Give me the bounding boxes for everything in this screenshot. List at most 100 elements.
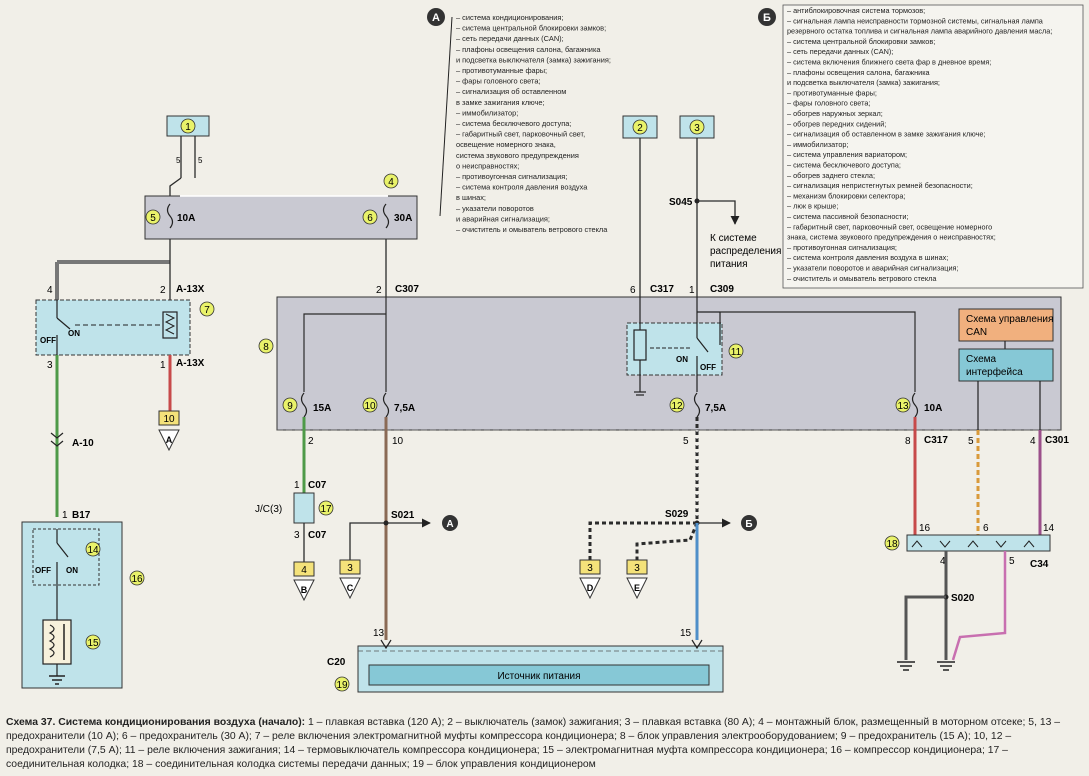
callout-b-line: – фары головного света; [787,99,870,108]
ground-a-label: A [166,435,173,445]
connector-c07-bottom: C07 [308,530,327,541]
component-number-16: 16 [131,574,143,585]
component-number-11: 11 [731,347,742,358]
callout-b-line: – габаритный свет, парковочный свет, осв… [787,222,992,231]
callout-a-line: – указатели поворотов [456,204,534,213]
ground-a-terminal [158,429,180,452]
callout-a-line: и подсветка выключателя (замка) зажигани… [456,55,611,64]
callout-b-line: – сигнальная лампа неисправности тормозн… [787,16,1044,25]
callout-b-line: знака, система звукового предупреждения … [787,233,996,242]
component-number-7: 7 [204,305,210,316]
connector-c301: C301 [1045,435,1069,446]
callout-b-letter: Б [763,12,771,24]
data-connector-18: 18 [884,534,1051,552]
pin-label: 3 [294,530,300,541]
callout-b-line: – плафоны освещения салона, багажника [787,68,931,77]
callout-a-line: о неисправностях; [456,161,519,170]
component-number-9: 9 [287,401,293,412]
connector-a13x-top: A-13X [176,284,205,295]
pin-label: 4 [47,285,53,296]
callout-b-line: – система бесключевого доступа; [787,161,901,170]
pin-label: 5 [1009,556,1015,567]
link-b-marker [741,515,757,531]
callout-a-line: в шинах; [456,193,486,202]
thermo-switch-14 [32,528,100,586]
compressor-16: OFF ON 14 16 15 [21,521,145,689]
ground-d-label: D [587,583,594,593]
relay-11-on-label: ON [676,355,688,364]
note-power-2: распределения [710,246,781,257]
splice-s021: S021 [391,510,415,521]
ground-a-pin: 10 [163,414,175,425]
connector-c07-top: C07 [308,480,327,491]
callout-a-line: – сигнализация об оставленном [456,87,566,96]
note-power-1: К системе [710,233,757,244]
callout-a-line: – система кондиционирования; [456,13,563,22]
component-2: 2 [622,115,658,139]
callout-b-line: – сеть передачи данных (CAN); [787,47,893,56]
ground-c-label: C [347,583,354,593]
callout-b-line: – противотуманные фары; [787,88,877,97]
callout-a-text: – система кондиционирования; – система це… [456,13,611,234]
connector-b17: B17 [72,510,91,521]
callout-b-text: – антиблокировочная система тормозов;– с… [787,6,1052,283]
fuse-13-symbol [911,392,919,418]
ground-b-label: B [301,585,308,595]
pin-label: 13 [373,628,385,639]
callout-b-line: – обогрев передних сидений; [787,119,886,128]
callout-a-line: система звукового предупреждения [456,151,579,160]
component-number-4: 4 [388,177,394,188]
pin-label: 15 [680,628,692,639]
mounting-block-4: 4 5 10A 6 30A [144,173,418,240]
callout-b-line: – обогрев заднего стекла; [787,171,875,180]
callout-a-line: – фары головного света; [456,77,541,86]
callout-b-line: – механизм блокировки селектора; [787,191,905,200]
component-number-14: 14 [87,545,99,556]
component-number-17: 17 [320,504,332,515]
callout-a-line: – система центральной блокировки замков; [456,24,606,33]
component-number-12: 12 [671,401,683,412]
callout-a: А – система кондиционирования;– система … [427,8,611,234]
splice-s045: S045 [669,197,693,208]
pin-label: 1 [294,480,300,491]
component-1: 1 [166,115,210,137]
pin-label: 1 [689,285,695,296]
ground-d-terminal [579,577,601,600]
connector-c317-bottom: C317 [924,435,948,446]
connector-a10: A-10 [72,438,94,449]
iface-block-label-1: Схема [966,354,997,365]
callout-a-line: – система бесключевого доступа; [456,119,571,128]
ground-c-pin: 3 [347,563,353,574]
callout-b: Б – антиблокировочная система тормозов;–… [758,4,1084,289]
fuse-10-rating: 7,5A [394,403,415,414]
can-control-block: Схема управления CAN [958,308,1054,342]
callout-a-line: – габаритный свет, парковочный свет, [456,130,585,139]
can-block-label-1: Схема управления [966,314,1053,325]
callout-a-marker [427,8,445,26]
caption-text: 1 – плавкая вставка (120 А); 2 – выключа… [6,717,1061,770]
component-3: 3 [679,115,715,139]
relay-7: OFF ON 7 [35,299,215,356]
figure-caption: Схема 37. Система кондиционирования возд… [6,716,1082,772]
callout-b-marker [758,8,776,26]
callout-a-line: – система контроля давления воздуха [456,183,588,192]
fuse-10-symbol [382,392,390,418]
link-b-letter: Б [745,519,752,530]
ground-b-pin: 4 [301,565,307,576]
power-source-label: Источник питания [497,671,580,682]
fuse-9-rating: 15A [313,403,331,414]
callout-b-line: – указатели поворотов и аварийная сигнал… [787,264,959,273]
interface-block: Схема интерфейса [958,348,1054,382]
pin-label: 16 [919,523,931,534]
fuse-5-symbol [166,203,174,229]
fuse-6-symbol [382,203,390,229]
component-number-13: 13 [897,401,909,412]
ground-e-terminal [626,577,648,600]
link-a-letter: А [446,519,453,530]
pin-label: 5 [176,156,181,165]
callout-b-box [782,4,1084,289]
ground-e-label: E [634,583,640,593]
pin-label: 10 [392,436,404,447]
ignition-relay-11: ON OFF 11 [626,297,744,396]
thermo-on-label: ON [66,566,78,575]
